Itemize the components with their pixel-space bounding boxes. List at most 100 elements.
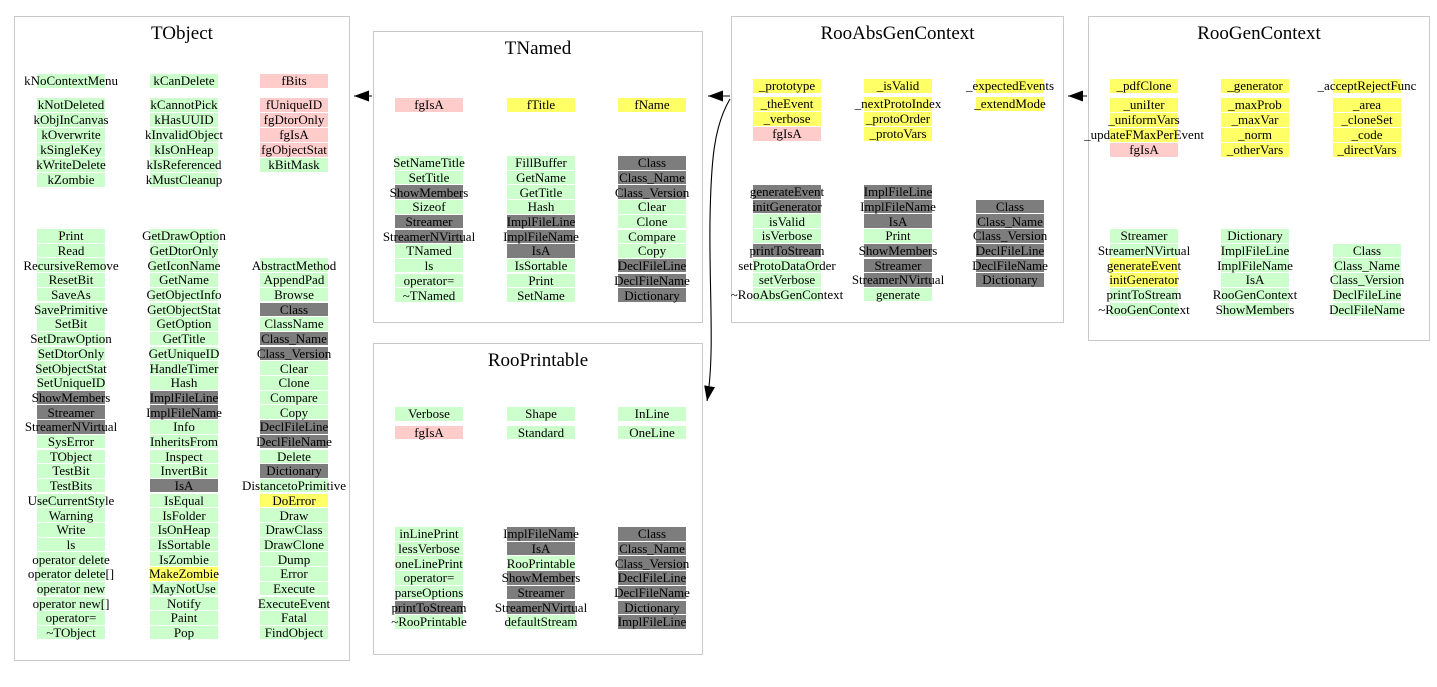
member-roogencontext-implfileline[interactable]: ImplFileLine — [1220, 242, 1290, 258]
member-tobject-abstractmethod[interactable]: AbstractMethod — [251, 257, 337, 273]
member-tnamed-compare[interactable]: Compare — [618, 229, 686, 243]
member-tobject-khasuuid[interactable]: kHasUUID — [150, 113, 218, 127]
member-roogencontext-generateevent[interactable]: generateEvent — [1106, 257, 1182, 273]
member-tobject-delete[interactable]: Delete — [260, 449, 328, 463]
member-tobject-setobjectstat[interactable]: SetObjectStat — [35, 360, 107, 376]
member-tobject-saveas[interactable]: SaveAs — [37, 287, 105, 302]
member-rooabsgencontext-streamer[interactable]: Streamer — [864, 258, 932, 272]
member-tobject-kisreferenced[interactable]: kIsReferenced — [146, 157, 222, 173]
member-rooabsgencontext-implfileline[interactable]: ImplFileLine — [863, 184, 933, 200]
member-tnamed-ftitle[interactable]: fTitle — [507, 98, 575, 112]
member-roogencontext-class-name[interactable]: Class_Name — [1333, 257, 1401, 273]
member-rooprintable-implfilename[interactable]: ImplFileName — [503, 526, 579, 542]
member-roogencontext-maxvar[interactable]: _maxVar — [1221, 113, 1289, 127]
member-tobject-classname[interactable]: ClassName — [260, 317, 328, 331]
member-tnamed-getname[interactable]: GetName — [507, 170, 575, 185]
member-tobject-recursiveremove[interactable]: RecursiveRemove — [23, 257, 119, 273]
member-tobject-copy[interactable]: Copy — [260, 405, 328, 419]
member-tobject-kzombie[interactable]: kZombie — [37, 173, 105, 187]
member-tobject-kisonheap[interactable]: kIsOnHeap — [150, 143, 218, 157]
member-tobject-isa[interactable]: IsA — [150, 478, 218, 493]
member-tobject-geticonname[interactable]: GetIconName — [147, 257, 221, 273]
member-rooprintable-class-version[interactable]: Class_Version — [614, 555, 690, 571]
member-rooprintable-defaultstream[interactable]: defaultStream — [504, 614, 578, 630]
member-tobject-class-version[interactable]: Class_Version — [256, 345, 332, 361]
member-roogencontext-pdfclone[interactable]: _pdfClone — [1110, 79, 1178, 93]
member-rooabsgencontext-initgenerator[interactable]: initGenerator — [752, 198, 822, 214]
member-tobject-write[interactable]: Write — [37, 523, 105, 537]
member-roogencontext-maxprob[interactable]: _maxProb — [1221, 98, 1289, 112]
member-tobject-showmembers[interactable]: ShowMembers — [31, 389, 111, 405]
member-tobject-getoption[interactable]: GetOption — [150, 317, 218, 331]
member-tobject-getuniqueid[interactable]: GetUniqueID — [148, 345, 220, 361]
member-tobject-browse[interactable]: Browse — [260, 287, 328, 302]
member-tobject-execute[interactable]: Execute — [260, 581, 328, 596]
member-rooabsgencontext-isvalid[interactable]: isValid — [753, 214, 821, 228]
member-tobject-invertbit[interactable]: InvertBit — [150, 464, 218, 478]
member-rooprintable-showmembers[interactable]: ShowMembers — [501, 570, 581, 586]
member-tnamed-hash[interactable]: Hash — [507, 200, 575, 214]
member-rooprintable-implfileline[interactable]: ImplFileLine — [617, 614, 687, 630]
member-tobject-dump[interactable]: Dump — [260, 552, 328, 566]
member-tobject-notify[interactable]: Notify — [150, 596, 218, 610]
member-tobject-setdtoronly[interactable]: SetDtorOnly — [37, 345, 105, 361]
member-tobject-class-name[interactable]: Class_Name — [260, 331, 328, 347]
member-roogencontext-othervars[interactable]: _otherVars — [1221, 143, 1289, 157]
member-tnamed-fillbuffer[interactable]: FillBuffer — [507, 156, 575, 170]
member-rooprintable-class-name[interactable]: Class_Name — [618, 540, 686, 556]
member-tnamed-tnamed[interactable]: TNamed — [395, 244, 463, 258]
member-tobject-appendpad[interactable]: AppendPad — [260, 273, 328, 287]
member-tobject-syserror[interactable]: SysError — [37, 434, 105, 449]
member-tnamed-sizeof[interactable]: Sizeof — [395, 200, 463, 214]
class-title-tobject[interactable]: TObject — [151, 23, 213, 44]
member-rooprintable-oneline[interactable]: OneLine — [618, 425, 686, 439]
member-roogencontext-declfilename[interactable]: DeclFileName — [1329, 301, 1405, 317]
member-tobject-paint[interactable]: Paint — [150, 611, 218, 625]
member-tobject-ls[interactable]: ls — [37, 537, 105, 552]
member-rooprintable-class[interactable]: Class — [618, 527, 686, 541]
member-rooprintable-parseoptions[interactable]: parseOptions — [394, 585, 464, 601]
member-tobject-fatal[interactable]: Fatal — [260, 611, 328, 625]
member-tobject-fgobjectstat[interactable]: fgObjectStat — [260, 142, 328, 158]
member-tobject-kobjincanvas[interactable]: kObjInCanvas — [33, 112, 109, 128]
member-tnamed-streamernvirtual[interactable]: StreamerNVirtual — [382, 228, 476, 244]
member-tnamed-tnamed[interactable]: ~TNamed — [395, 288, 463, 302]
member-rooabsgencontext-prototype[interactable]: _prototype — [753, 79, 821, 93]
member-tnamed-fgisa[interactable]: fgIsA — [395, 98, 463, 112]
member-rooprintable-declfilename[interactable]: DeclFileName — [614, 585, 690, 601]
member-tnamed-ls[interactable]: ls — [395, 258, 463, 273]
member-rooprintable-rooprintable[interactable]: RooPrintable — [506, 555, 576, 571]
member-tobject-operator[interactable]: operator= — [37, 611, 105, 625]
member-rooprintable-isa[interactable]: IsA — [507, 541, 575, 556]
member-tnamed-class-version[interactable]: Class_Version — [614, 184, 690, 200]
member-tobject-streamer[interactable]: Streamer — [37, 405, 105, 419]
member-tobject-implfilename[interactable]: ImplFileName — [146, 404, 222, 420]
member-tobject-drawclass[interactable]: DrawClass — [260, 523, 328, 537]
member-tobject-kmustcleanup[interactable]: kMustCleanup — [145, 172, 223, 188]
member-tnamed-implfilename[interactable]: ImplFileName — [503, 228, 579, 244]
member-roogencontext-code[interactable]: _code — [1333, 128, 1401, 142]
member-rooabsgencontext-declfilename[interactable]: DeclFileName — [972, 257, 1048, 273]
member-tobject-testbits[interactable]: TestBits — [37, 478, 105, 493]
member-tnamed-settitle[interactable]: SetTitle — [395, 170, 463, 185]
member-rooprintable-lessverbose[interactable]: lessVerbose — [395, 541, 463, 556]
member-tobject-getdrawoption[interactable]: GetDrawOption — [142, 228, 226, 244]
member-tobject-streamernvirtual[interactable]: StreamerNVirtual — [24, 419, 118, 435]
member-roogencontext-class[interactable]: Class — [1333, 243, 1401, 258]
member-tnamed-gettitle[interactable]: GetTitle — [507, 185, 575, 199]
member-rooprintable-declfileline[interactable]: DeclFileLine — [617, 570, 687, 586]
member-tobject-saveprimitive[interactable]: SavePrimitive — [34, 301, 108, 317]
member-rooabsgencontext-verbose[interactable]: _verbose — [753, 112, 821, 126]
member-roogencontext-declfileline[interactable]: DeclFileLine — [1332, 287, 1402, 303]
member-tobject-operator-delete[interactable]: operator delete[] — [27, 566, 115, 582]
member-tobject-kinvalidobject[interactable]: kInvalidObject — [145, 127, 223, 143]
member-tobject-setdrawoption[interactable]: SetDrawOption — [30, 331, 112, 347]
class-title-rooprintable[interactable]: RooPrintable — [487, 350, 589, 371]
member-roogencontext-uniiter[interactable]: _uniIter — [1110, 98, 1178, 112]
member-rooabsgencontext-generate[interactable]: generate — [864, 287, 932, 302]
member-rooabsgencontext-streamernvirtual[interactable]: StreamerNVirtual — [851, 272, 945, 288]
member-tobject-kwritedelete[interactable]: kWriteDelete — [36, 157, 106, 173]
member-tobject-koverwrite[interactable]: kOverwrite — [37, 128, 105, 142]
member-tobject-isfolder[interactable]: IsFolder — [150, 508, 218, 522]
member-roogencontext-printtostream[interactable]: printToStream — [1106, 287, 1182, 303]
